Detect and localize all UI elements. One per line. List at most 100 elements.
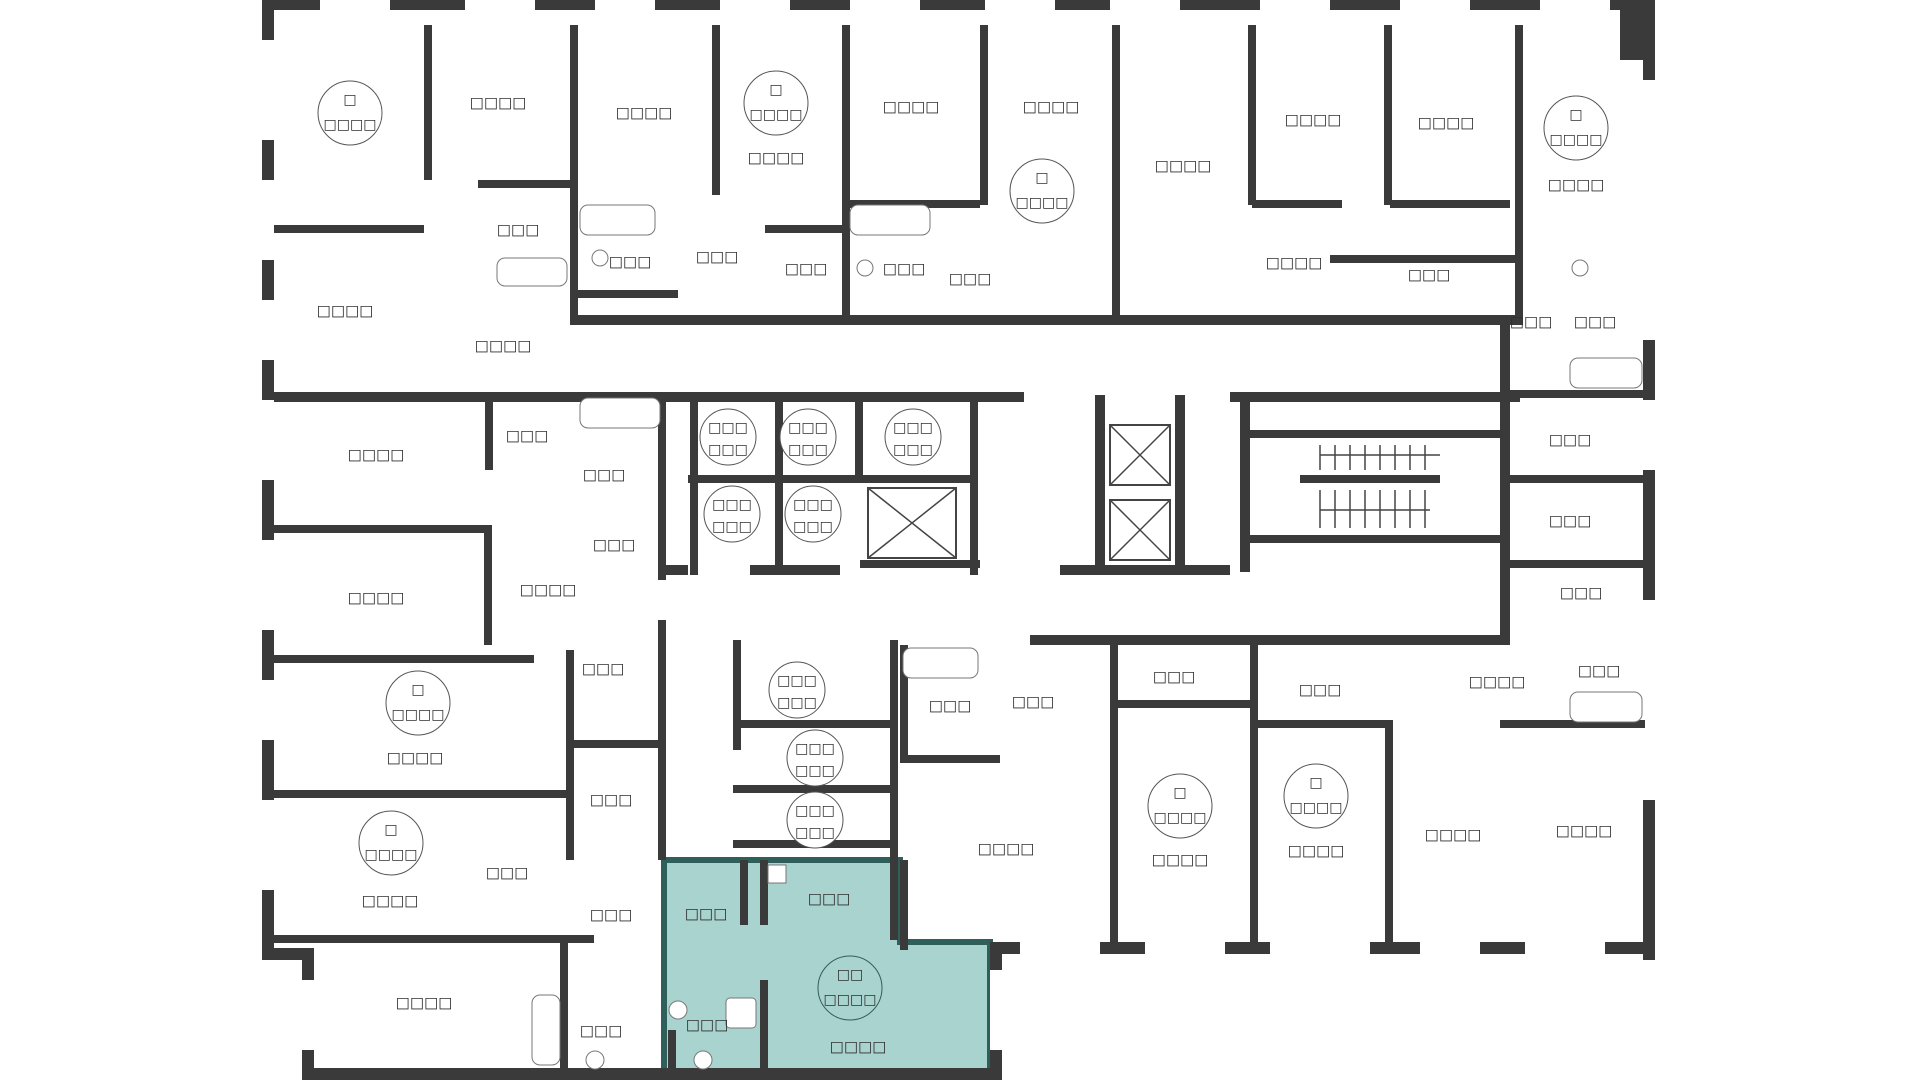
svg-text:□□□□: □□□□ xyxy=(1548,176,1605,194)
svg-text:□□□□: □□□□ xyxy=(470,94,527,112)
room-badge: □□□□□ xyxy=(1009,158,1075,224)
room-badge: □□□□□ xyxy=(1147,773,1213,839)
svg-text:□□□: □□□ xyxy=(777,695,817,711)
svg-text:□□□: □□□ xyxy=(883,260,926,278)
svg-text:□□□□: □□□□ xyxy=(317,302,374,320)
svg-text:□□□□: □□□□ xyxy=(883,98,940,116)
svg-text:□□□: □□□ xyxy=(686,1016,729,1034)
svg-text:□□□: □□□ xyxy=(795,741,835,757)
svg-text:□□□□: □□□□ xyxy=(830,1038,887,1056)
svg-text:□□□: □□□ xyxy=(788,420,828,436)
svg-text:□□□: □□□ xyxy=(712,497,752,513)
svg-text:□□□□: □□□□ xyxy=(387,749,444,767)
svg-text:□□□: □□□ xyxy=(590,791,633,809)
svg-text:□□□: □□□ xyxy=(1510,313,1553,331)
svg-text:□□□: □□□ xyxy=(685,905,728,923)
room-badge: □□□□□ xyxy=(358,810,424,876)
svg-text:□□□: □□□ xyxy=(506,427,549,445)
svg-text:□□□: □□□ xyxy=(593,536,636,554)
svg-text:□□□: □□□ xyxy=(1012,693,1055,711)
svg-text:□□□□: □□□□ xyxy=(1469,673,1526,691)
svg-text:□: □ xyxy=(384,822,397,838)
svg-text:□□□□: □□□□ xyxy=(1550,132,1603,148)
svg-text:□□□□: □□□□ xyxy=(1152,851,1209,869)
svg-text:□□□□: □□□□ xyxy=(348,446,405,464)
svg-text:□□□: □□□ xyxy=(583,466,626,484)
svg-text:□□□: □□□ xyxy=(949,270,992,288)
svg-text:□□□: □□□ xyxy=(708,420,748,436)
svg-text:□□□□: □□□□ xyxy=(1418,114,1475,132)
svg-text:□□□: □□□ xyxy=(712,519,752,535)
svg-text:□□□: □□□ xyxy=(1578,662,1621,680)
svg-text:□□□: □□□ xyxy=(795,825,835,841)
outer-walls xyxy=(262,0,1655,1080)
svg-text:□□□: □□□ xyxy=(929,697,972,715)
svg-text:□□□: □□□ xyxy=(486,864,529,882)
room-badge: □□□□□ xyxy=(1283,763,1349,829)
room-badge: □□□□□ xyxy=(385,670,451,736)
svg-text:□: □ xyxy=(1309,775,1322,791)
svg-text:□□□: □□□ xyxy=(696,248,739,266)
svg-text:□□□□: □□□□ xyxy=(362,892,419,910)
room-labels: □□□□□ □□□□□ □□□□□ □□□□□ □□□□□ □□□□□ □□□□… xyxy=(317,70,1621,1056)
svg-text:□□□□: □□□□ xyxy=(392,707,445,723)
storage-badge: □□□ □□□ xyxy=(699,408,757,466)
svg-text:□□□□: □□□□ xyxy=(1154,810,1207,826)
svg-text:□□□: □□□ xyxy=(793,519,833,535)
svg-text:□□□: □□□ xyxy=(580,1022,623,1040)
svg-text:□□□: □□□ xyxy=(785,260,828,278)
svg-text:□: □ xyxy=(1173,785,1186,801)
svg-text:□□□□: □□□□ xyxy=(1556,822,1613,840)
svg-text:□□□: □□□ xyxy=(590,906,633,924)
svg-text:□□□: □□□ xyxy=(788,442,828,458)
svg-text:□□□□: □□□□ xyxy=(1290,800,1343,816)
svg-text:□□□□: □□□□ xyxy=(1016,195,1069,211)
svg-text:□□□□: □□□□ xyxy=(1285,111,1342,129)
svg-text:□□□: □□□ xyxy=(777,673,817,689)
svg-text:□□□□: □□□□ xyxy=(978,840,1035,858)
svg-text:□: □ xyxy=(1035,170,1048,186)
svg-text:□□□□: □□□□ xyxy=(365,847,418,863)
svg-text:□□□: □□□ xyxy=(1574,313,1617,331)
storage-badge: □□□ □□□ xyxy=(884,408,942,466)
svg-text:□□□: □□□ xyxy=(1560,584,1603,602)
svg-text:□□□□: □□□□ xyxy=(1023,98,1080,116)
svg-text:□□□: □□□ xyxy=(1549,431,1592,449)
svg-text:□□□: □□□ xyxy=(893,420,933,436)
svg-text:□□□□: □□□□ xyxy=(616,104,673,122)
svg-text:□□□: □□□ xyxy=(795,803,835,819)
svg-text:□: □ xyxy=(769,82,782,98)
svg-text:□□□□: □□□□ xyxy=(1288,842,1345,860)
svg-text:□□□□: □□□□ xyxy=(1266,254,1323,272)
storage-badge: □□□ □□□ xyxy=(786,729,844,787)
storage-badge: □□□ □□□ xyxy=(703,485,761,543)
storage-badge: □□□ □□□ xyxy=(786,791,844,849)
svg-text:□□□: □□□ xyxy=(1549,512,1592,530)
svg-text:□□□: □□□ xyxy=(1153,668,1196,686)
storage-badge: □□□ □□□ xyxy=(779,408,837,466)
svg-text:□□□□: □□□□ xyxy=(750,107,803,123)
svg-text:□□□: □□□ xyxy=(808,890,851,908)
storage-badge: □□□□□□ xyxy=(784,485,842,543)
svg-text:□□□: □□□ xyxy=(1408,266,1451,284)
stairs xyxy=(1319,445,1440,528)
storage-badge: □□□ □□□ xyxy=(768,661,826,719)
svg-text:□□□□: □□□□ xyxy=(324,117,377,133)
room-badge: □□□□□ xyxy=(317,80,383,146)
svg-text:□□□□: □□□□ xyxy=(520,581,577,599)
svg-text:□□□□: □□□□ xyxy=(348,589,405,607)
svg-text:□□: □□ xyxy=(837,967,863,983)
svg-text:□□□: □□□ xyxy=(795,763,835,779)
svg-text:□□□: □□□ xyxy=(893,442,933,458)
svg-text:□□□: □□□ xyxy=(497,221,540,239)
svg-text:□□□□: □□□□ xyxy=(1425,826,1482,844)
svg-text:□□□: □□□ xyxy=(708,442,748,458)
svg-text:□: □ xyxy=(343,92,356,108)
room-badge: □□□□□ xyxy=(743,70,809,136)
svg-text:□□□□: □□□□ xyxy=(396,994,453,1012)
interior-walls xyxy=(274,25,1645,1078)
svg-text:□□□□: □□□□ xyxy=(475,337,532,355)
fixtures xyxy=(496,204,1643,1070)
svg-text:□□□□: □□□□ xyxy=(748,149,805,167)
